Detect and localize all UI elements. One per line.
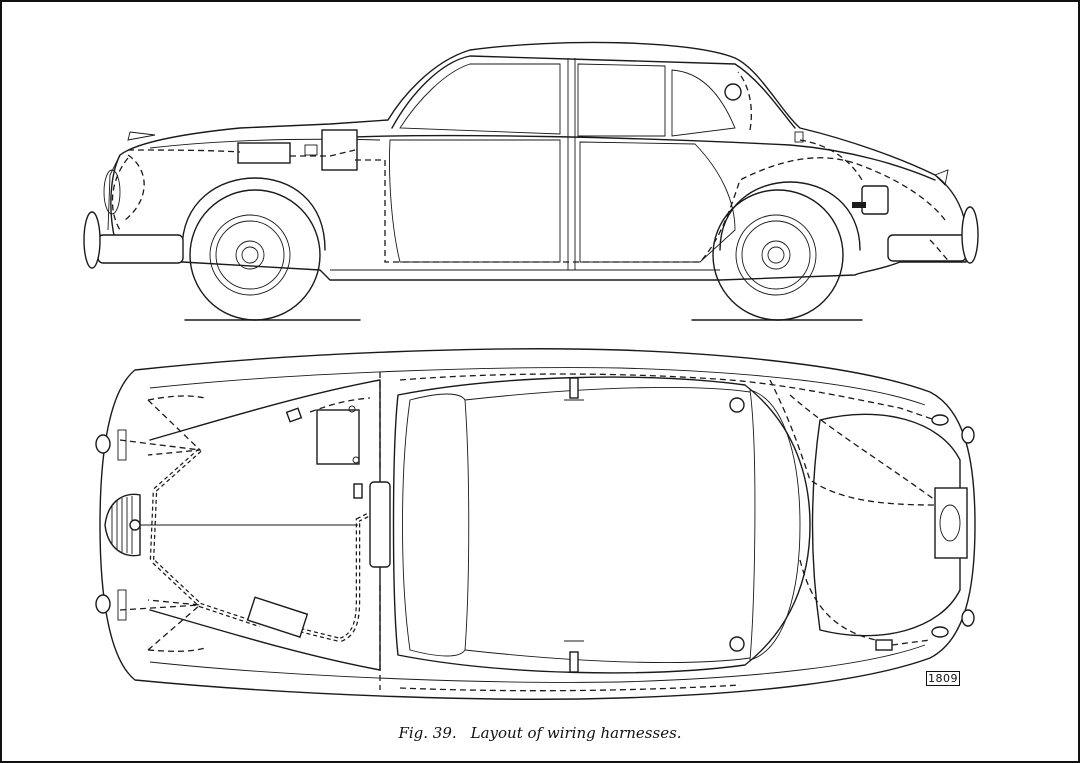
front-left-overrider	[95, 434, 111, 454]
rear-overrider-right-top	[961, 609, 975, 627]
car-top-view	[95, 348, 976, 700]
dashboard-top	[369, 481, 391, 568]
boot-lid-top	[811, 413, 961, 637]
rear-door-window	[577, 63, 666, 137]
rear-wheel-side	[712, 181, 861, 321]
rear-quarter-window	[671, 69, 736, 137]
rear-window-top	[749, 389, 801, 661]
front-bumper-side	[97, 234, 184, 264]
side-roof-line	[391, 55, 796, 129]
left-headlamp-top	[117, 429, 127, 461]
side-belt-line	[329, 134, 936, 181]
interior-lamp-right	[729, 636, 745, 652]
right-headlamp-top	[117, 589, 127, 621]
front-door-window	[399, 63, 561, 135]
drawing-number: 1809	[926, 671, 960, 686]
figure-title: Layout of wiring harnesses.	[470, 724, 682, 742]
car-side-view	[83, 41, 979, 321]
rear-overrider-left-top	[961, 426, 975, 444]
interior-lamp-left	[729, 397, 745, 413]
interior-lamp-side	[724, 83, 742, 101]
harness-side-main	[127, 149, 946, 263]
figure-label: Fig. 39.	[398, 724, 457, 742]
front-door	[389, 139, 561, 263]
battery-top	[316, 409, 360, 465]
figure-caption: Fig. 39. Layout of wiring harnesses.	[0, 724, 1080, 742]
rear-lamp-right-top	[931, 626, 949, 638]
b-pillar-left	[569, 377, 579, 399]
control-box-top	[246, 596, 309, 638]
front-overrider-side	[83, 211, 101, 269]
roof-outline	[392, 376, 811, 674]
rear-bumper-side	[887, 234, 967, 262]
fuel-pump-top	[875, 639, 893, 651]
fuel-pump-side	[861, 185, 889, 215]
b-pillar-right	[569, 651, 579, 673]
windscreen-top	[402, 393, 470, 657]
top-body-outline	[99, 348, 976, 700]
front-right-overrider	[95, 594, 111, 614]
rear-lamp-left-top	[931, 414, 949, 426]
rear-lamp-side	[934, 169, 949, 186]
rear-door	[579, 141, 736, 263]
bonnet-mascot	[127, 131, 156, 141]
battery-side	[237, 142, 291, 164]
rear-overrider-side	[961, 206, 979, 264]
front-wheel-side	[181, 177, 326, 321]
control-box-side	[321, 129, 358, 171]
grille-side	[107, 154, 121, 231]
